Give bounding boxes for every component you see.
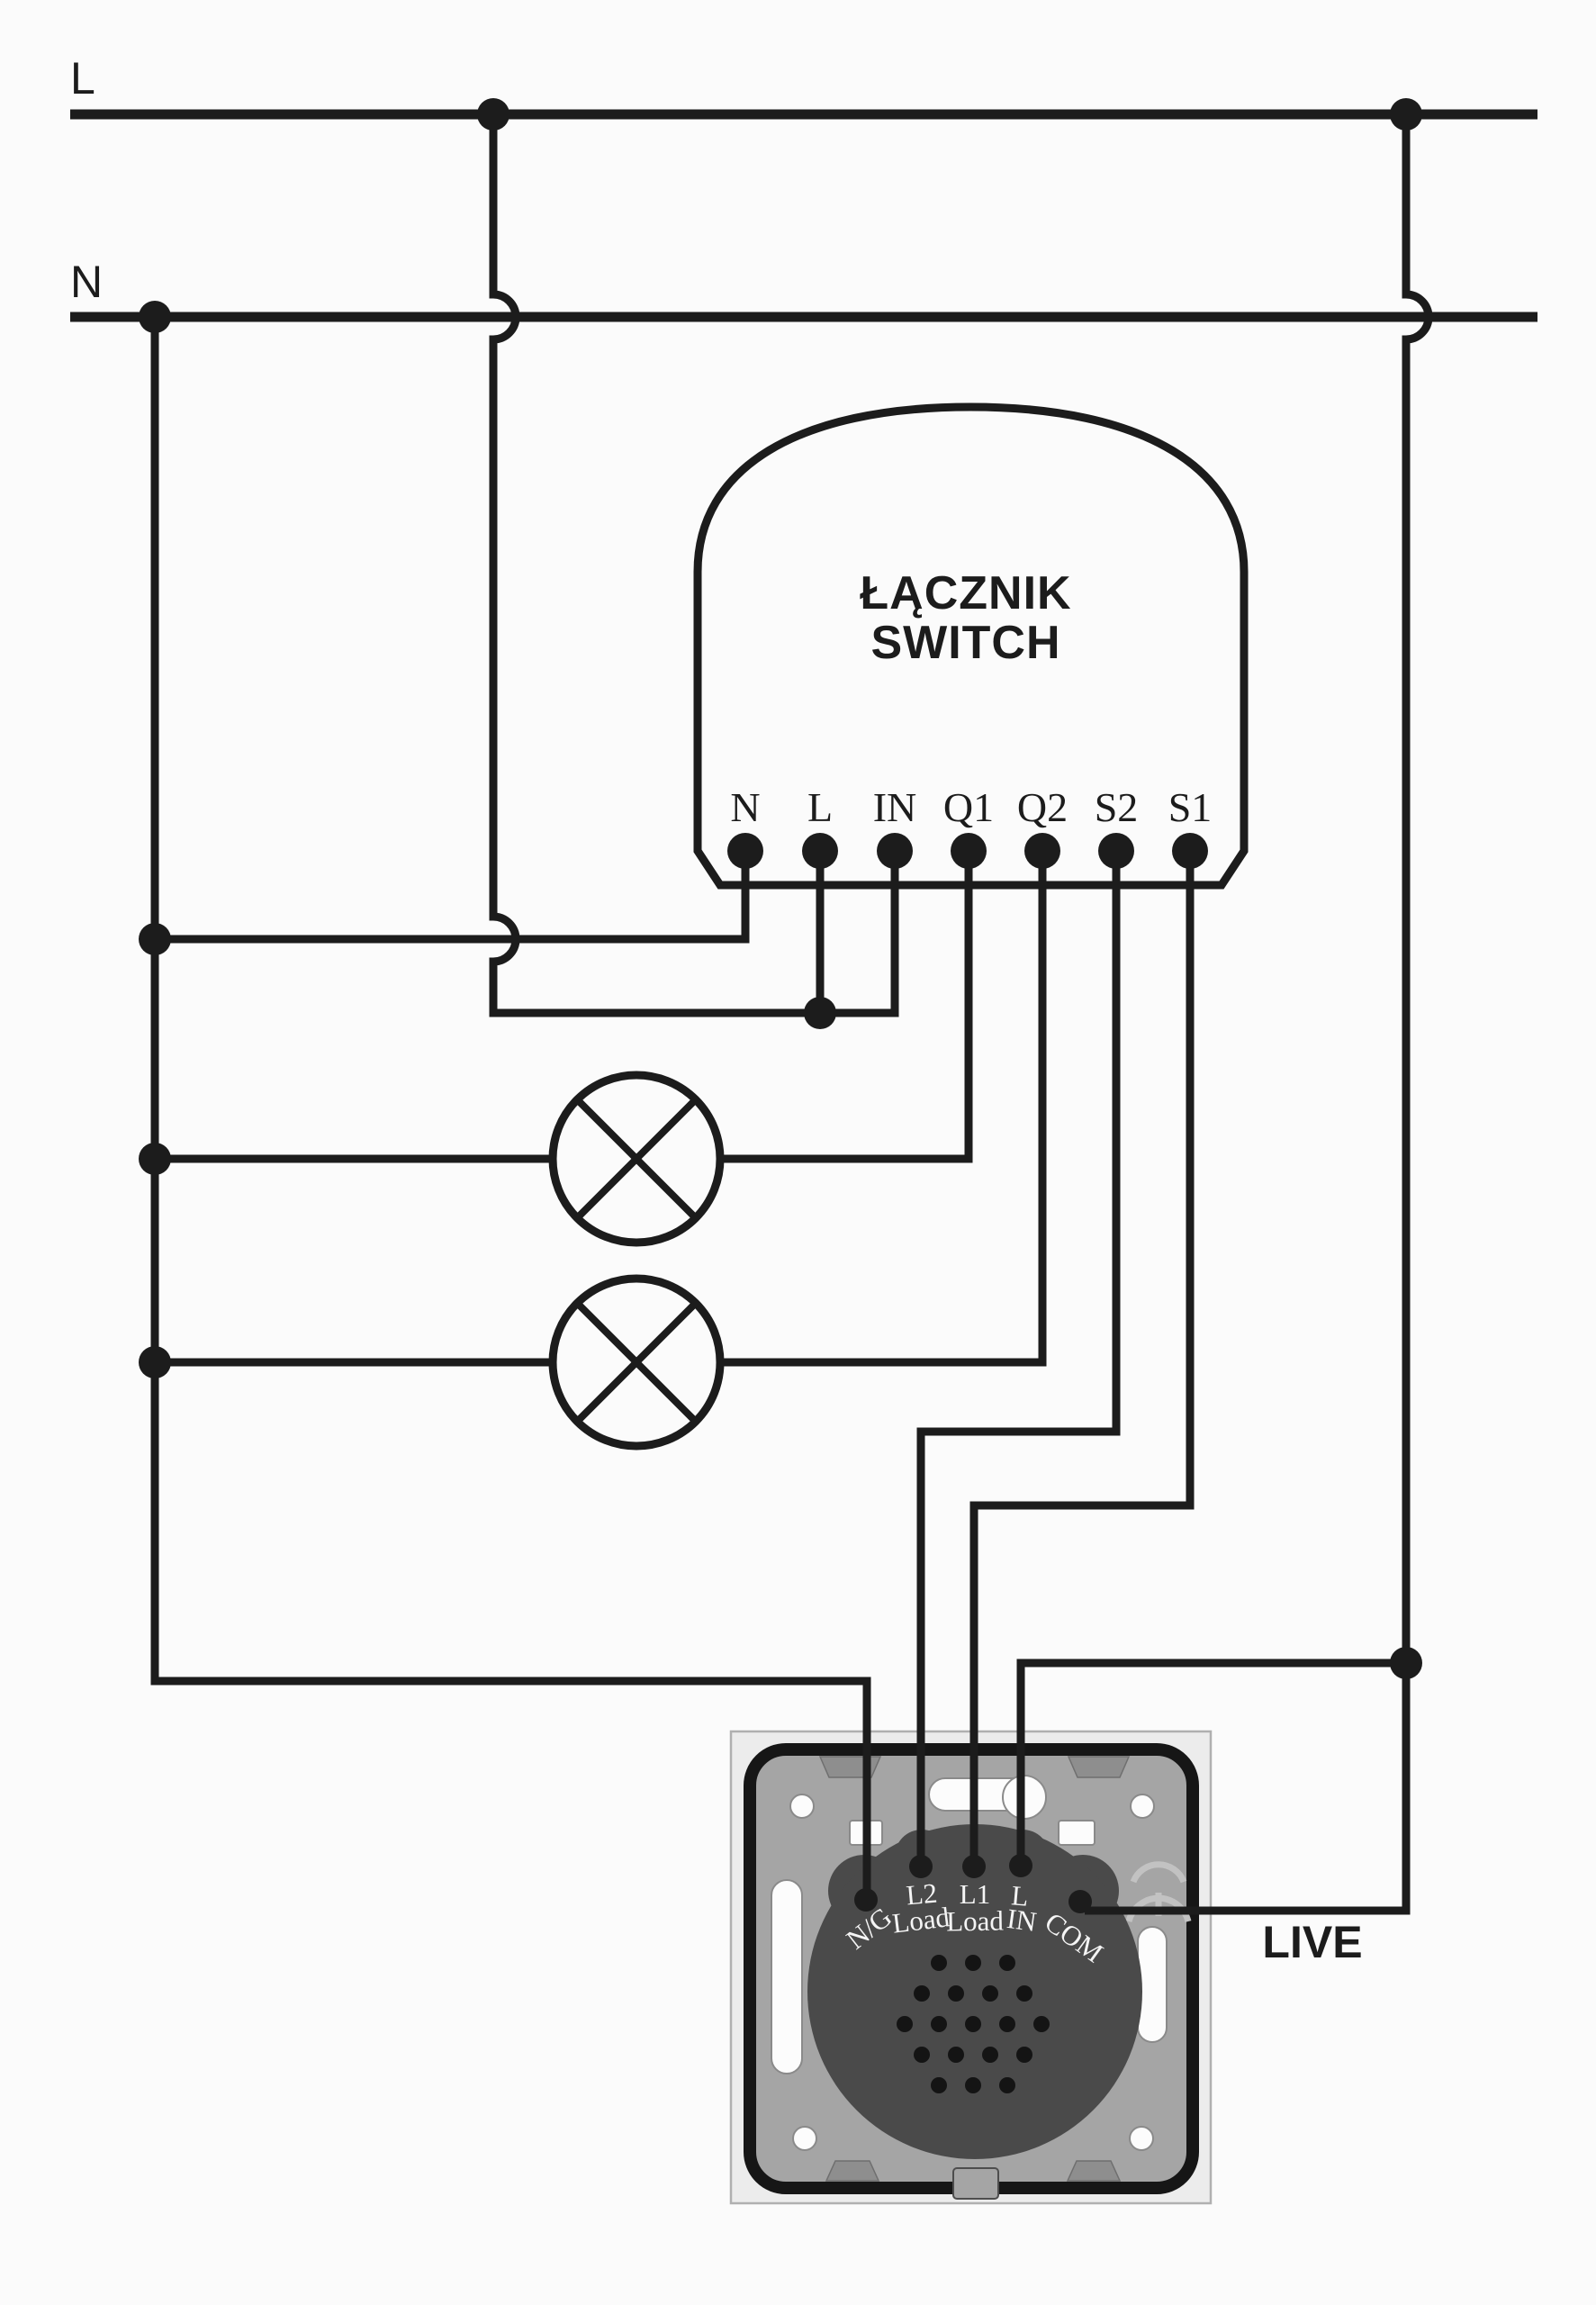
junction-live-riser-branch xyxy=(1390,1647,1422,1679)
panel-notch-bottom-right xyxy=(1066,2160,1122,2182)
junction-neutral-module-n xyxy=(139,923,171,955)
panel-screw-hole-top-right xyxy=(1130,1794,1155,1819)
wire-live-branch-to-l-in xyxy=(1016,1659,1406,1860)
panel-slot-small-right xyxy=(1058,1820,1096,1846)
terminal-q2 xyxy=(1024,833,1060,869)
panel-label-l1-sub: Load xyxy=(946,1904,1005,1937)
wire-q2-to-lamp2 xyxy=(720,851,1047,1367)
panel-label-l1: L1 xyxy=(960,1878,990,1910)
panel-switch-body-circle xyxy=(807,1824,1142,2159)
panel-label-l-sub: IN xyxy=(1005,1903,1038,1938)
terminal-label-in: IN xyxy=(873,784,917,830)
terminal-q1 xyxy=(951,833,987,869)
live-bus-label: L xyxy=(70,53,95,104)
junction-n-bus-drop xyxy=(139,301,171,333)
panel-notch-top-right xyxy=(1067,1756,1131,1778)
power-bus: L N xyxy=(70,53,1537,322)
terminal-l xyxy=(802,833,838,869)
terminal-label-s2: S2 xyxy=(1095,784,1139,830)
wiring xyxy=(150,114,1433,1915)
panel-terminal-l2 xyxy=(909,1855,933,1878)
wire-module-n xyxy=(155,851,750,944)
panel-screw-hole-top-left xyxy=(789,1794,815,1819)
terminal-label-s1: S1 xyxy=(1168,784,1213,830)
panel-label-l2: L2 xyxy=(905,1877,938,1912)
touch-panel: N/G L2 Load L1 Load L IN COM xyxy=(729,1730,1213,2205)
panel-switch-body xyxy=(807,1824,1142,2159)
panel-speaker-holes xyxy=(897,1955,1050,2093)
terminal-label-n: N xyxy=(730,784,760,830)
terminal-label-l: L xyxy=(807,784,833,830)
panel-label-l: L xyxy=(1010,1879,1030,1912)
panel-notch-bottom-left xyxy=(825,2160,880,2182)
junction-l-bus-riser xyxy=(1390,98,1422,131)
panel-slot-left xyxy=(771,1879,803,2074)
terminal-s2 xyxy=(1098,833,1134,869)
wire-q1-to-lamp1 xyxy=(720,851,973,1163)
switch-module-terminal-labels: N L IN Q1 Q2 S2 S1 xyxy=(730,784,1212,830)
panel-screw-hole-bottom-right xyxy=(1129,2126,1154,2151)
panel-screw-hole-bottom-left xyxy=(792,2126,817,2151)
wire-live-feed-to-in xyxy=(489,114,899,1017)
wire-s2-to-l2 xyxy=(916,851,1121,1862)
switch-module: ŁĄCZNIK SWITCH N L IN Q1 Q2 S2 S1 xyxy=(693,402,1249,890)
switch-module-title-line1: ŁĄCZNIK xyxy=(860,567,1071,619)
panel-notch-top-left xyxy=(818,1756,882,1778)
wire-neutral-drop xyxy=(150,317,871,1895)
panel-terminal-l xyxy=(1009,1854,1032,1877)
junction-l-bus-feed xyxy=(477,98,509,131)
terminal-label-q1: Q1 xyxy=(943,784,994,830)
wire-live-riser-to-com xyxy=(1085,114,1433,1915)
terminal-n xyxy=(727,833,763,869)
terminal-in xyxy=(877,833,913,869)
junction-dots xyxy=(139,98,1422,1679)
switch-module-outline xyxy=(693,402,1249,890)
terminal-label-q2: Q2 xyxy=(1017,784,1068,830)
junction-neutral-lamp2 xyxy=(139,1346,171,1378)
terminal-s1 xyxy=(1172,833,1208,869)
neutral-bus-label: N xyxy=(70,257,103,307)
panel-terminal-l1 xyxy=(962,1855,986,1878)
live-wire-label: LIVE xyxy=(1262,1917,1362,1967)
lamp1-x-stroke2 xyxy=(574,1097,699,1221)
switch-module-title-line2: SWITCH xyxy=(870,617,1060,669)
lamp-2 xyxy=(548,1274,725,1451)
junction-neutral-lamp1 xyxy=(139,1143,171,1175)
panel-emboss-arc-icon xyxy=(1130,1861,1187,1884)
lamp2-x-stroke2 xyxy=(574,1300,699,1424)
panel-terminal-ng xyxy=(854,1888,878,1912)
lamp-1 xyxy=(548,1071,725,1247)
panel-bottom-tab xyxy=(952,2167,999,2200)
switch-module-terminals xyxy=(727,833,1208,869)
wire-s1-to-l1 xyxy=(969,851,1195,1862)
junction-l-in-bridge xyxy=(804,997,836,1029)
panel-label-l2-sub: Load xyxy=(890,1901,951,1939)
